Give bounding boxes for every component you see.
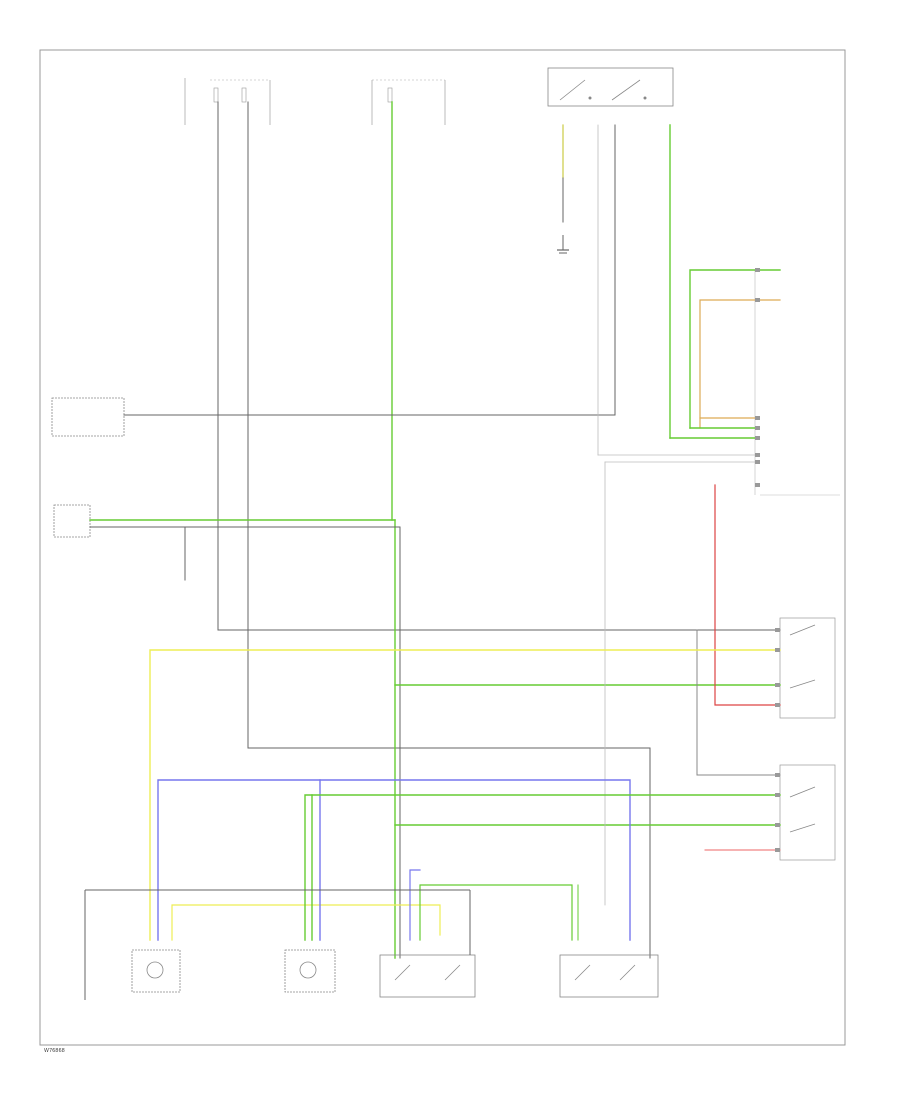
bottom-left-motor-actuator	[131, 949, 181, 993]
bottom-ground	[84, 889, 471, 1000]
ground-symbol	[557, 235, 569, 254]
hot-at-all-times-fuse-box	[184, 78, 271, 125]
right-switch-lower	[779, 764, 836, 861]
relay-box	[547, 67, 674, 107]
bottom-middle-motor-actuator	[284, 949, 336, 993]
ecu-box	[53, 504, 91, 538]
right-switch-upper	[779, 617, 836, 719]
diagram-id: W76868	[44, 1048, 65, 1054]
diagram-border	[39, 49, 846, 1046]
bottom-switch-left	[379, 954, 476, 998]
wires	[89, 101, 781, 959]
bottom-switch-right	[559, 954, 659, 998]
connector-pins	[755, 268, 780, 852]
hot-in-on-or-start-fuse-box	[371, 79, 446, 125]
control-unit-bracket	[754, 270, 840, 496]
meter-panel-box	[51, 397, 125, 437]
